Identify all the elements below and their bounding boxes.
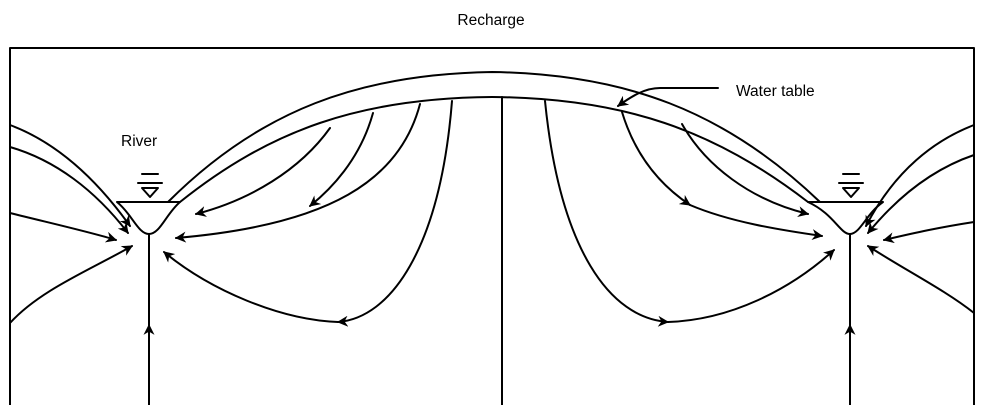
flow-line (9, 212, 118, 243)
land-surface-mound (167, 71, 821, 203)
river-label: River (121, 133, 157, 150)
water-level-icon (137, 173, 163, 198)
water-level-icon (838, 173, 864, 198)
flow-line (174, 103, 421, 243)
flow-line (9, 146, 129, 234)
flow-line (9, 245, 133, 324)
water-table-line (179, 96, 809, 203)
flow-line (9, 124, 131, 227)
flow-line (667, 249, 835, 323)
flow-line (882, 221, 975, 244)
flow-line (621, 111, 691, 206)
water-table-leader (617, 87, 719, 107)
flow-line (163, 251, 339, 323)
flow-line (309, 112, 374, 207)
flow-line (544, 100, 670, 327)
flow-line (867, 245, 975, 314)
flow-line (867, 154, 975, 234)
domain-boundary (9, 47, 975, 405)
flow-line (865, 124, 975, 227)
flow-line (689, 204, 824, 241)
flow-line (194, 127, 331, 217)
water-table-label: Water table (736, 83, 815, 100)
flow-line (336, 100, 453, 327)
flow-line (681, 123, 810, 218)
recharge-label: Recharge (457, 12, 524, 29)
left-river-channel (116, 201, 181, 235)
